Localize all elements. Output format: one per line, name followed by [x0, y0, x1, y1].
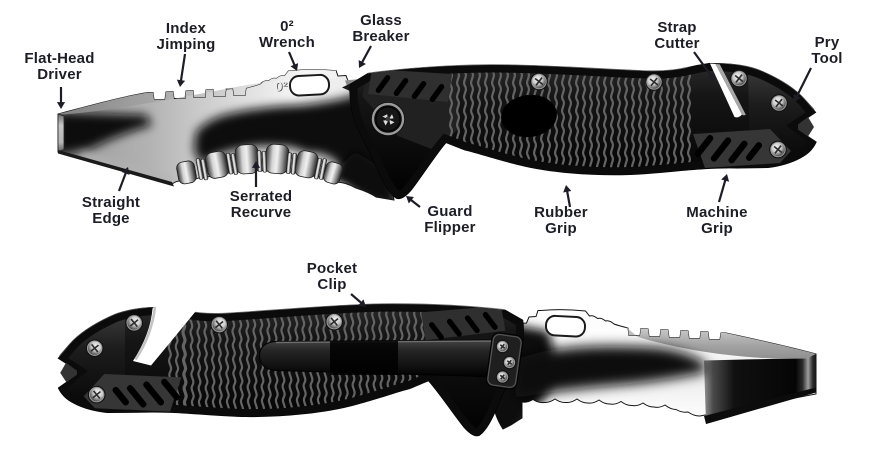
svg-text:Rubber: Rubber — [534, 204, 588, 221]
svg-text:Grip: Grip — [701, 220, 733, 237]
svg-text:Straight: Straight — [82, 194, 140, 211]
svg-text:0²: 0² — [275, 79, 288, 95]
svg-text:Machine: Machine — [686, 204, 747, 221]
svg-text:Pry: Pry — [815, 34, 840, 51]
svg-text:Clip: Clip — [317, 276, 346, 293]
svg-text:Glass: Glass — [360, 12, 402, 29]
svg-text:0²: 0² — [275, 78, 288, 94]
svg-text:Tool: Tool — [811, 50, 842, 67]
svg-text:Flipper: Flipper — [424, 219, 475, 236]
svg-text:Breaker: Breaker — [352, 28, 409, 45]
svg-text:0²: 0² — [280, 18, 294, 35]
svg-text:Pocket: Pocket — [307, 260, 357, 277]
svg-text:Grip: Grip — [545, 220, 577, 237]
svg-text:Guard: Guard — [427, 203, 472, 220]
svg-text:Cutter: Cutter — [654, 35, 699, 52]
svg-text:Wrench: Wrench — [259, 34, 315, 51]
svg-text:Serrated: Serrated — [230, 188, 292, 205]
svg-text:Jimping: Jimping — [157, 36, 216, 53]
svg-text:Index: Index — [166, 20, 207, 37]
svg-text:Strap: Strap — [657, 19, 696, 36]
svg-text:Edge: Edge — [92, 210, 129, 227]
svg-text:Flat-Head: Flat-Head — [24, 50, 94, 67]
svg-text:Recurve: Recurve — [231, 204, 292, 221]
svg-text:Driver: Driver — [37, 66, 82, 83]
